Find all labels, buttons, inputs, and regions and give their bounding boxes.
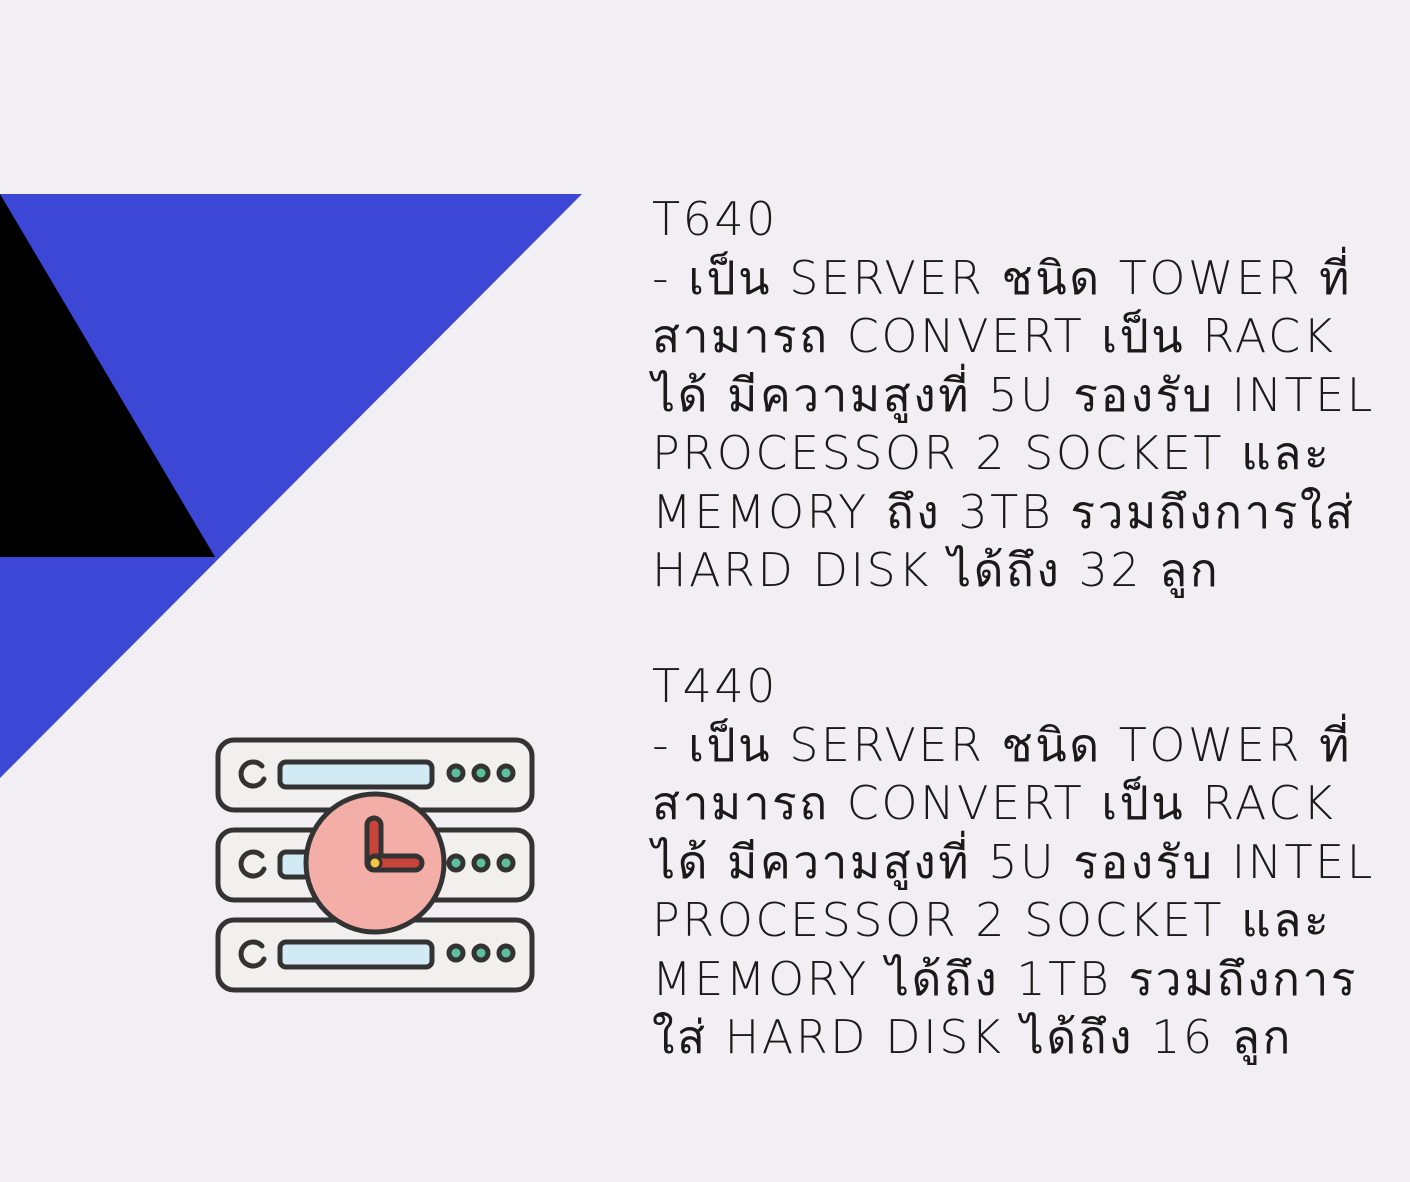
description-line: สามารถ CONVERT เป็น RACK — [652, 776, 1336, 830]
clock-icon — [303, 791, 447, 935]
description-line: - เป็น SERVER ชนิด TOWER ที่ — [652, 250, 1352, 305]
description-line: - เป็น SERVER ชนิด TOWER ที่ — [652, 717, 1352, 772]
description-line: สามารถ CONVERT เป็น RACK — [652, 309, 1336, 363]
server-unit-icon — [215, 917, 535, 993]
product-t640-description: T640 - เป็น SERVER ชนิด TOWER ที่ สามารถ… — [652, 190, 1372, 600]
server-clock-icon — [215, 737, 535, 993]
product-model-title: T640 — [652, 192, 778, 246]
description-line: PROCESSOR 2 SOCKET และ — [652, 426, 1332, 480]
description-line: ใส่ HARD DISK ได้ถึง 16 ลูก — [652, 1010, 1293, 1064]
description-line: MEMORY ได้ถึง 1TB รวมถึงการ — [652, 951, 1358, 1006]
black-triangle-shape — [0, 194, 215, 557]
description-line: HARD DISK ได้ถึง 32 ลูก — [652, 543, 1221, 597]
description-line: ได้ มีความสูงที่ 5U รองรับ INTEL — [652, 834, 1375, 889]
description-line: PROCESSOR 2 SOCKET และ — [652, 893, 1332, 947]
blue-triangle-shape — [0, 194, 582, 778]
product-t440-description: T440 - เป็น SERVER ชนิด TOWER ที่ สามารถ… — [652, 657, 1372, 1067]
description-line: MEMORY ถึง 3TB รวมถึงการใส่ — [652, 484, 1356, 539]
description-line: ได้ มีความสูงที่ 5U รองรับ INTEL — [652, 367, 1375, 422]
product-model-title: T440 — [652, 659, 778, 713]
